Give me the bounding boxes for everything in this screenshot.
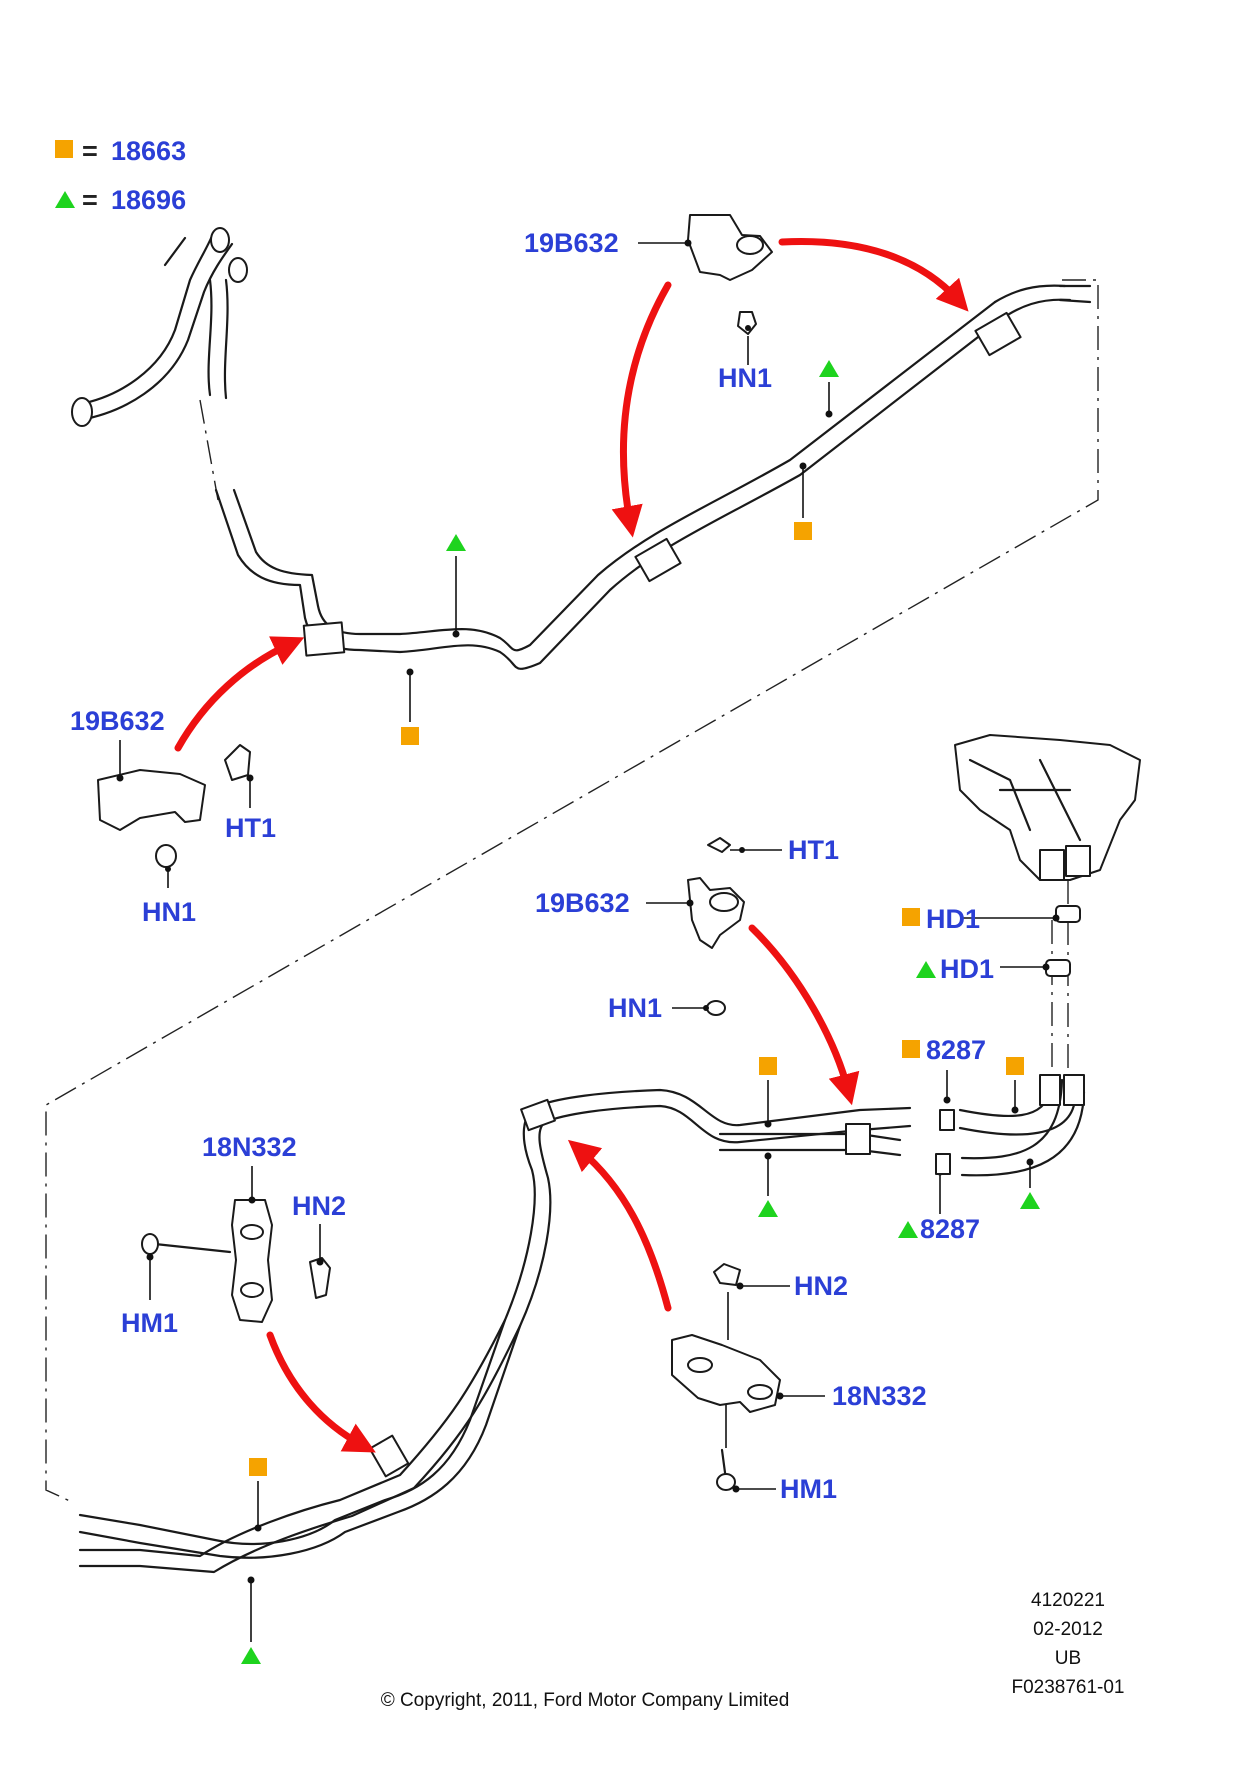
marker-square-lower-right [1006, 1057, 1024, 1075]
figure-id: F0238761-01 [1011, 1677, 1124, 1698]
top-bracket-19B632 [638, 214, 773, 365]
label-left-clip-nut: HN2 [292, 1191, 346, 1221]
label-hd1-triangle: HD1 [940, 954, 994, 984]
label-top-bracket: 19B632 [524, 228, 619, 258]
arrow-left-clip-down [266, 1331, 376, 1453]
mid-bracket-19B632 [646, 837, 782, 1016]
ref-date: 02-2012 [1033, 1619, 1103, 1640]
marker-square-upper-mid [401, 727, 419, 745]
heater-core-assembly [954, 734, 1141, 881]
copyright: © Copyright, 2011, Ford Motor Company Li… [381, 1690, 790, 1711]
ref-number: 4120221 [1031, 1590, 1105, 1611]
marker-square-hd1 [902, 908, 920, 926]
marker-triangle-8287 [898, 1221, 918, 1238]
label-mid-bracket: 19B632 [535, 888, 630, 918]
legend-square-symbol [55, 140, 73, 158]
marker-triangle-lower-mid [758, 1200, 778, 1217]
upper-pipe-assembly [71, 227, 1092, 670]
marker-square-lower-mid [759, 1057, 777, 1075]
label-left-bracket: 19B632 [70, 706, 165, 736]
arrow-right-clip-up [567, 1139, 672, 1312]
label-left-clip-bolt: HM1 [121, 1308, 178, 1338]
label-mid-stud: HT1 [788, 835, 839, 865]
label-right-clip-bolt: HM1 [780, 1474, 837, 1504]
label-left-stud: HT1 [225, 813, 276, 843]
right-clip-18N332 [671, 1263, 825, 1493]
marker-square-top-right [794, 522, 812, 540]
label-hd1-square: HD1 [926, 904, 980, 934]
hose-centerline [199, 399, 219, 501]
arrow-top-bracket-right [778, 238, 969, 312]
marker-triangle-upper-mid [446, 534, 466, 551]
marker-triangle-top-right [819, 360, 839, 377]
ref-region: UB [1055, 1648, 1081, 1669]
legend-triangle-code: 18696 [111, 185, 186, 215]
label-left-nut: HN1 [142, 897, 196, 927]
arrow-mid-bracket-down [748, 924, 860, 1106]
marker-triangle-bottom-left [241, 1647, 261, 1664]
section-outline [45, 279, 1099, 1503]
legend-equals-2: = [82, 185, 98, 215]
legend-triangle-symbol [55, 191, 75, 208]
lower-pipe-assembly [78, 1074, 1086, 1574]
hd1-clamps [960, 905, 1081, 977]
arrow-top-bracket-down [611, 281, 672, 538]
arrow-left-bracket-up [174, 636, 305, 752]
label-right-clip-nut: HN2 [794, 1271, 848, 1301]
label-top-nut: HN1 [718, 363, 772, 393]
legend-equals-1: = [82, 136, 98, 166]
label-mid-nut: HN1 [608, 993, 662, 1023]
marker-square-bottom-left [249, 1458, 267, 1476]
marker-triangle-hd1 [916, 961, 936, 978]
left-bracket-19B632 [97, 740, 254, 888]
label-right-clip-bracket: 18N332 [832, 1381, 927, 1411]
left-clip-18N332 [141, 1166, 331, 1323]
legend: = 18663 = 18696 [55, 136, 186, 215]
marker-triangle-lower-right [1020, 1192, 1040, 1209]
label-8287-triangle: 8287 [920, 1214, 980, 1244]
label-8287-square: 8287 [926, 1035, 986, 1065]
legend-square-code: 18663 [111, 136, 186, 166]
marker-square-8287 [902, 1040, 920, 1058]
label-left-clip-bracket: 18N332 [202, 1132, 297, 1162]
